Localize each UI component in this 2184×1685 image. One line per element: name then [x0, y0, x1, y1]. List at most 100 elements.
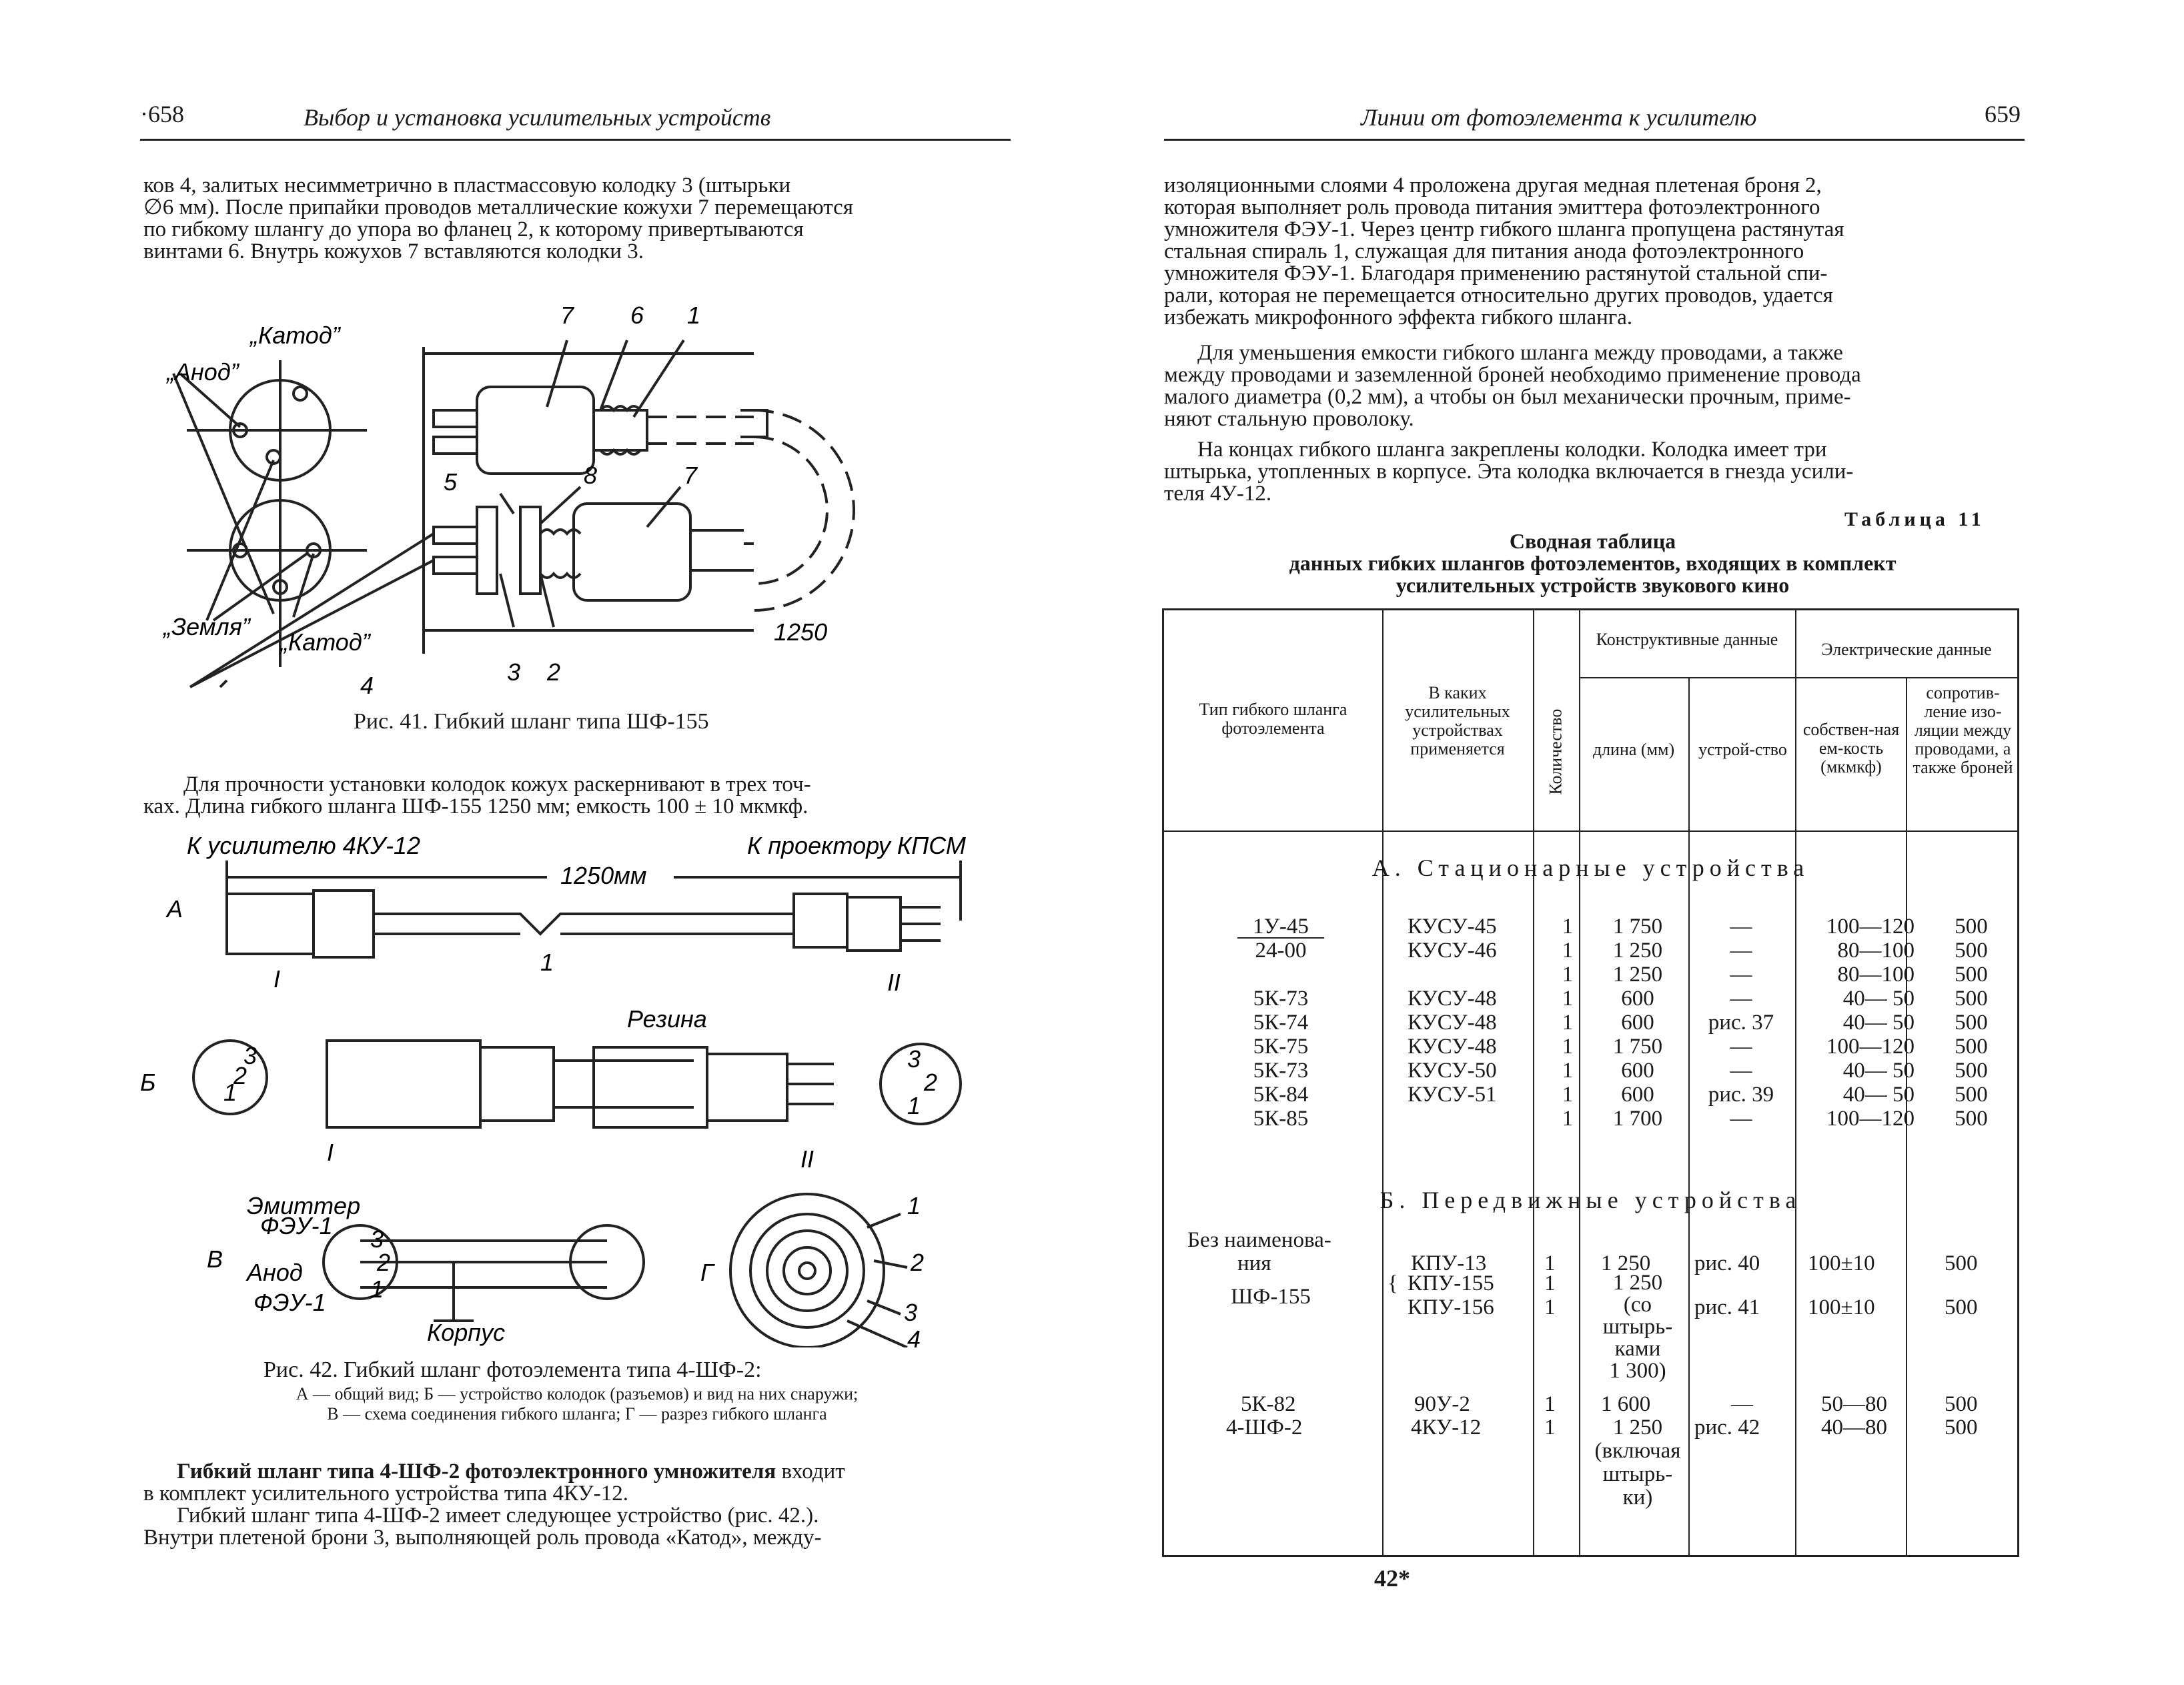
fig41-num-3: 3	[507, 658, 520, 686]
b-r1-cap: 100±10	[1808, 1251, 1875, 1275]
b-r2-dev: рис. 41	[1694, 1295, 1760, 1319]
b-r3-type: 5К-82	[1241, 1392, 1296, 1416]
a-row-5-res: 500	[1955, 1035, 1988, 1059]
left-para2: Для прочности установки колодок кожух ра…	[143, 772, 811, 818]
fig41-label-katod-bottom: „Катод”	[279, 628, 372, 656]
fig42-length: 1250мм	[560, 862, 646, 889]
a-row-1-type: 24-00	[1255, 939, 1307, 963]
th-len: длина (мм)	[1592, 740, 1675, 759]
a-row-5-dev: —	[1730, 1035, 1752, 1059]
b-r3-len: 1 600	[1601, 1392, 1651, 1416]
fig42-label-I-top: I	[274, 965, 280, 993]
a-row-3-where: КУСУ-48	[1408, 987, 1497, 1011]
b-r3-qty: 1	[1544, 1392, 1556, 1416]
th-where: В каких усилительных устройствах применя…	[1405, 683, 1510, 758]
b-r2-type: ШФ-155	[1231, 1285, 1311, 1309]
fig42-label-A: А	[165, 895, 183, 923]
a-row-8-type: 5К-85	[1253, 1107, 1309, 1131]
a-row-7-cap: 40— 50	[1842, 1083, 1915, 1107]
b-r4-cap: 40—80	[1821, 1416, 1887, 1440]
fig42-g-4: 4	[907, 1325, 921, 1347]
fig42-plug-left-3: 3	[243, 1042, 257, 1069]
a-row-0-dev: —	[1730, 915, 1752, 939]
b-r2-where2: КПУ-156	[1408, 1295, 1494, 1319]
fig42-anod: Анод	[245, 1259, 303, 1286]
fig42-plug-left-1: 1	[223, 1079, 237, 1106]
a-row-2-dev: —	[1730, 963, 1752, 987]
fig42-to-amp: К усилителю 4КУ-12	[187, 832, 420, 859]
th-cap: собствен-ная ем-кость (мкмкф)	[1802, 720, 1900, 776]
b-r1-dev: рис. 40	[1694, 1251, 1760, 1275]
fig42-label-G: Г	[700, 1259, 715, 1286]
fig41-num-8: 8	[584, 462, 597, 489]
fig41-num-7b: 7	[684, 462, 698, 489]
figure-42-diagram: К усилителю 4КУ-12 К проектору КПСМ 1250…	[140, 832, 966, 1347]
a-row-3-qty: 1	[1562, 987, 1574, 1011]
a-row-3-len: 600	[1621, 987, 1654, 1011]
a-row-8-qty: 1	[1562, 1107, 1574, 1131]
b-r2-len: 1 250(со штырь-ками 1 300)	[1602, 1271, 1673, 1383]
a-row-6-type: 5К-73	[1253, 1059, 1309, 1083]
a-row-8-len: 1 700	[1612, 1107, 1663, 1131]
th-elec: Электрические данные	[1821, 640, 1992, 659]
th-dev: устрой-ство	[1698, 740, 1787, 759]
a-row-1-qty: 1	[1562, 939, 1574, 963]
left-para3: Гибкий шланг типа 4-ШФ-2 фотоэлектронног…	[143, 1460, 845, 1550]
right-para3: На концах гибкого шланга закреплены коло…	[1164, 438, 1854, 506]
a-row-8-cap: 100—120	[1826, 1107, 1915, 1131]
a-row-1-len: 1 250	[1612, 939, 1663, 963]
a-row-6-res: 500	[1955, 1059, 1988, 1083]
a-row-6-dev: —	[1730, 1059, 1752, 1083]
b-r2-qty2: 1	[1544, 1295, 1556, 1319]
a-row-3-type: 5К-73	[1253, 987, 1309, 1011]
table-label: Таблица 11	[1844, 508, 1985, 530]
fig42-v-left-3: 3	[370, 1225, 384, 1253]
a-row-5-where: КУСУ-48	[1408, 1035, 1497, 1059]
figure-41-diagram: „Катод” „Анод” „Земля” „Катод” 7 6 1 5 8…	[162, 302, 855, 699]
fig42-g-2: 2	[910, 1249, 924, 1276]
signature-mark: 42*	[1374, 1565, 1410, 1592]
left-header-rule	[140, 139, 1011, 141]
fig42-feu1a: ФЭУ-1	[260, 1212, 333, 1239]
a-row-2-qty: 1	[1562, 963, 1574, 987]
b-r2-brace: {	[1388, 1271, 1398, 1295]
fig42-g-1: 1	[907, 1192, 921, 1219]
a-row-1-res: 500	[1955, 939, 1988, 963]
fig41-num-2: 2	[546, 658, 560, 686]
a-row-5-cap: 100—120	[1826, 1035, 1915, 1059]
fig42-plug-right-2: 2	[923, 1069, 937, 1096]
fig42-feu1b: ФЭУ-1	[253, 1289, 326, 1316]
b-r2-qty1: 1	[1544, 1271, 1556, 1295]
a-row-6-where: КУСУ-50	[1408, 1059, 1497, 1083]
fig42-v-left-2: 2	[376, 1249, 390, 1276]
a-row-2-res: 500	[1955, 963, 1988, 987]
th-constr: Конструктивные данные	[1596, 630, 1778, 649]
a-row-3-cap: 40— 50	[1842, 987, 1915, 1011]
b-r1-type2: ния	[1237, 1251, 1271, 1275]
a-row-7-dev: рис. 39	[1708, 1083, 1774, 1107]
a-row-5-type: 5К-75	[1253, 1035, 1309, 1059]
fig42-label-V: В	[207, 1245, 223, 1273]
a-row-7-type: 5К-84	[1253, 1083, 1309, 1107]
a-row-6-len: 600	[1621, 1059, 1654, 1083]
a-row-4-cap: 40— 50	[1842, 1011, 1915, 1035]
fig42-plug-right-3: 3	[907, 1045, 921, 1073]
a-row-3-res: 500	[1955, 987, 1988, 1011]
fig42-g-3: 3	[904, 1299, 917, 1326]
a-row-1-dev: —	[1730, 939, 1752, 963]
fig42-v-left-1: 1	[370, 1275, 384, 1303]
fig41-length: 1250	[774, 618, 827, 646]
left-para1: ков 4, залитых несимметрично в пластмасс…	[143, 173, 853, 263]
a-row-4-where: КУСУ-48	[1408, 1011, 1497, 1035]
right-para1: изоляционными слоями 4 проложена другая …	[1164, 173, 1844, 330]
left-page-number: ·658	[140, 101, 184, 127]
a-row-7-qty: 1	[1562, 1083, 1574, 1107]
summary-table: Тип гибкого шланга фотоэлемента В каких …	[1162, 608, 2019, 1557]
a-row-7-len: 600	[1621, 1083, 1654, 1107]
fig41-label-katod-top: „Катод”	[249, 322, 342, 349]
a-row-4-type: 5К-74	[1253, 1011, 1309, 1035]
b-r2-res: 500	[1945, 1295, 1978, 1319]
fig42-to-proj: К проектору КПСМ	[747, 832, 966, 859]
right-header-rule	[1164, 139, 2025, 141]
a-row-4-res: 500	[1955, 1011, 1988, 1035]
